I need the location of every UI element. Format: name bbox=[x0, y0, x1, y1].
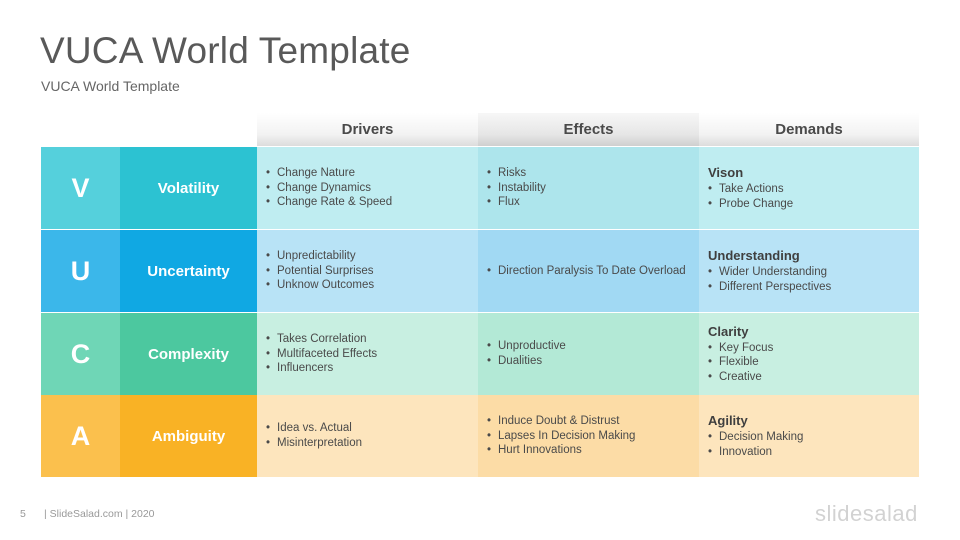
demands-cell: AgilityDecision MakingInnovation bbox=[699, 395, 919, 477]
bullet-item: Dualities bbox=[487, 354, 699, 369]
drivers-cell: Takes CorrelationMultifaceted EffectsInf… bbox=[257, 313, 478, 395]
header-effects: Effects bbox=[478, 113, 699, 146]
bullet-item: Potential Surprises bbox=[266, 264, 478, 279]
effects-cell: UnproductiveDualities bbox=[478, 313, 699, 395]
slidesalad-logo: slidesalad bbox=[815, 501, 918, 526]
row-letter: V bbox=[41, 147, 120, 229]
demand-title: Vison bbox=[708, 164, 744, 180]
bullet-item: Change Dynamics bbox=[266, 181, 478, 196]
bullet-item: Takes Correlation bbox=[266, 332, 478, 347]
drivers-cell-list: Idea vs. ActualMisinterpretation bbox=[266, 421, 478, 450]
bullet-item: Decision Making bbox=[708, 430, 919, 445]
bullet-item: Change Rate & Speed bbox=[266, 195, 478, 210]
header-demands: Demands bbox=[699, 113, 919, 146]
bullet-item: Risks bbox=[487, 166, 699, 181]
row-label: Ambiguity bbox=[120, 395, 257, 477]
bullet-item: Influencers bbox=[266, 361, 478, 376]
bullet-item: Unproductive bbox=[487, 339, 699, 354]
effects-cell: RisksInstabilityFlux bbox=[478, 147, 699, 229]
bullet-item: Misinterpretation bbox=[266, 436, 478, 451]
drivers-cell-list: Takes CorrelationMultifaceted EffectsInf… bbox=[266, 332, 478, 376]
demand-title: Understanding bbox=[708, 247, 800, 263]
demands-cell: UnderstandingWider UnderstandingDifferen… bbox=[699, 230, 919, 312]
footer-text: | SlideSalad.com | 2020 bbox=[44, 508, 155, 520]
effects-cell-list: Induce Doubt & DistrustLapses In Decisio… bbox=[487, 414, 699, 458]
effects-cell: Direction Paralysis To Date Overload bbox=[478, 230, 699, 312]
bullet-item: Unknow Outcomes bbox=[266, 278, 478, 293]
demands-cell-list: Decision MakingInnovation bbox=[708, 430, 919, 459]
vuca-row-complexity: CComplexityTakes CorrelationMultifaceted… bbox=[41, 313, 919, 395]
effects-cell-list: Direction Paralysis To Date Overload bbox=[487, 264, 699, 279]
row-label: Complexity bbox=[120, 313, 257, 395]
bullet-item: Probe Change bbox=[708, 197, 919, 212]
bullet-item: Key Focus bbox=[708, 341, 919, 356]
row-letter: U bbox=[41, 230, 120, 312]
bullet-item: Change Nature bbox=[266, 166, 478, 181]
bullet-item: Different Perspectives bbox=[708, 280, 919, 295]
effects-cell-list: RisksInstabilityFlux bbox=[487, 166, 699, 210]
bullet-item: Innovation bbox=[708, 445, 919, 460]
demands-cell-list: Key FocusFlexibleCreative bbox=[708, 341, 919, 385]
drivers-cell-list: UnpredictabilityPotential SurprisesUnkno… bbox=[266, 249, 478, 293]
bullet-item: Creative bbox=[708, 370, 919, 385]
page-number: 5 bbox=[20, 508, 26, 520]
demands-cell-list: Wider UnderstandingDifferent Perspective… bbox=[708, 265, 919, 294]
drivers-cell: Idea vs. ActualMisinterpretation bbox=[257, 395, 478, 477]
bullet-item: Idea vs. Actual bbox=[266, 421, 478, 436]
slide-title: VUCA World Template bbox=[40, 30, 411, 71]
demand-title: Clarity bbox=[708, 323, 749, 339]
bullet-item: Flux bbox=[487, 195, 699, 210]
effects-cell-list: UnproductiveDualities bbox=[487, 339, 699, 368]
bullet-item: Direction Paralysis To Date Overload bbox=[487, 264, 699, 279]
slide-subtitle: VUCA World Template bbox=[41, 78, 180, 94]
bullet-item: Flexible bbox=[708, 355, 919, 370]
bullet-item: Lapses In Decision Making bbox=[487, 429, 699, 444]
bullet-item: Wider Understanding bbox=[708, 265, 919, 280]
bullet-item: Instability bbox=[487, 181, 699, 196]
bullet-item: Hurt Innovations bbox=[487, 443, 699, 458]
row-letter: C bbox=[41, 313, 120, 395]
demands-cell-list: Take ActionsProbe Change bbox=[708, 182, 919, 211]
bullet-item: Induce Doubt & Distrust bbox=[487, 414, 699, 429]
vuca-row-volatility: VVolatilityChange NatureChange DynamicsC… bbox=[41, 147, 919, 229]
demand-title: Agility bbox=[708, 412, 748, 428]
bullet-item: Multifaceted Effects bbox=[266, 347, 478, 362]
vuca-row-uncertainty: UUncertaintyUnpredictabilityPotential Su… bbox=[41, 230, 919, 312]
header-drivers: Drivers bbox=[257, 113, 478, 146]
drivers-cell-list: Change NatureChange DynamicsChange Rate … bbox=[266, 166, 478, 210]
demands-cell: ClarityKey FocusFlexibleCreative bbox=[699, 313, 919, 395]
row-letter: A bbox=[41, 395, 120, 477]
bullet-item: Take Actions bbox=[708, 182, 919, 197]
row-label: Volatility bbox=[120, 147, 257, 229]
bullet-item: Unpredictability bbox=[266, 249, 478, 264]
row-label: Uncertainty bbox=[120, 230, 257, 312]
effects-cell: Induce Doubt & DistrustLapses In Decisio… bbox=[478, 395, 699, 477]
demands-cell: VisonTake ActionsProbe Change bbox=[699, 147, 919, 229]
drivers-cell: Change NatureChange DynamicsChange Rate … bbox=[257, 147, 478, 229]
drivers-cell: UnpredictabilityPotential SurprisesUnkno… bbox=[257, 230, 478, 312]
